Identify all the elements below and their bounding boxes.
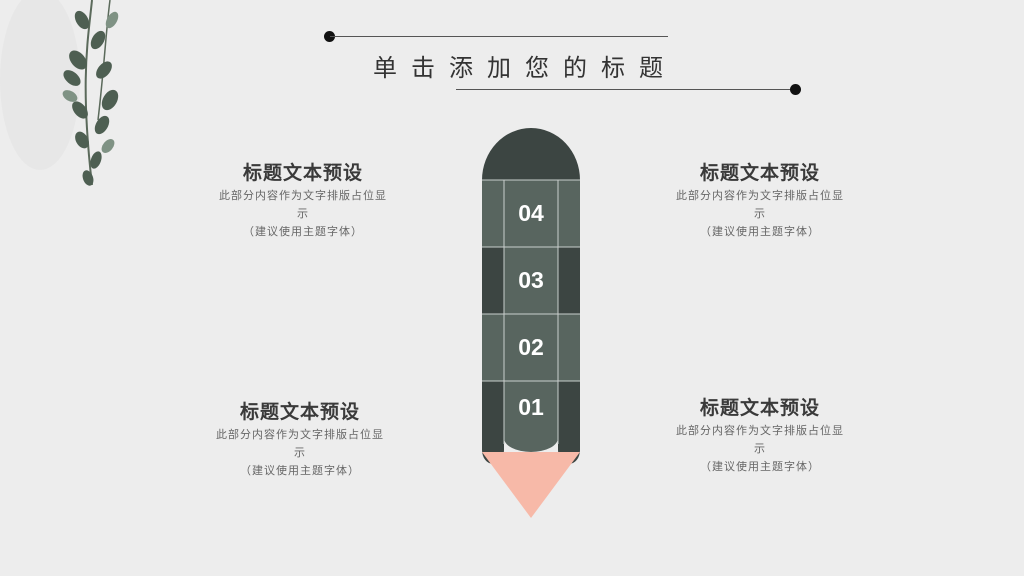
block-note: （建议使用主题字体） — [700, 460, 820, 473]
pencil-graphic: 04 03 02 01 — [482, 128, 580, 518]
title-dot-top — [324, 31, 335, 42]
pencil-body — [482, 179, 580, 464]
block-description: 此部分内容作为文字排版占位显示 — [219, 189, 387, 220]
text-block-top-left[interactable]: 标题文本预设 此部分内容作为文字排版占位显示 （建议使用主题字体） — [218, 158, 388, 241]
segment-label-01[interactable]: 01 — [518, 394, 544, 420]
block-heading: 标题文本预设 — [239, 401, 360, 423]
block-description: 此部分内容作为文字排版占位显示 — [676, 424, 844, 455]
text-block-top-right[interactable]: 标题文本预设 此部分内容作为文字排版占位显示 （建议使用主题字体） — [675, 158, 845, 241]
block-note: （建议使用主题字体） — [700, 225, 820, 238]
block-note: （建议使用主题字体） — [240, 464, 360, 477]
segment-label-04[interactable]: 04 — [518, 200, 544, 226]
eucalyptus-branch-icon — [0, 0, 119, 186]
block-heading: 标题文本预设 — [242, 162, 363, 184]
title-line-top — [330, 36, 668, 37]
pencil-tip — [482, 452, 580, 518]
block-heading: 标题文本预设 — [699, 162, 820, 184]
text-block-bottom-right[interactable]: 标题文本预设 此部分内容作为文字排版占位显示 （建议使用主题字体） — [675, 393, 845, 476]
block-heading: 标题文本预设 — [699, 397, 820, 419]
slide-title[interactable]: 单击添加您的标题 — [373, 54, 677, 82]
text-block-bottom-left[interactable]: 标题文本预设 此部分内容作为文字排版占位显示 （建议使用主题字体） — [215, 397, 385, 480]
block-description: 此部分内容作为文字排版占位显示 — [676, 189, 844, 220]
title-dot-bottom — [790, 84, 801, 95]
block-description: 此部分内容作为文字排版占位显示 — [216, 428, 384, 459]
segment-label-03[interactable]: 03 — [518, 267, 544, 293]
pencil-cap — [482, 128, 580, 180]
segment-label-02[interactable]: 02 — [518, 334, 544, 360]
title-line-bottom — [456, 89, 796, 90]
block-note: （建议使用主题字体） — [243, 225, 363, 238]
